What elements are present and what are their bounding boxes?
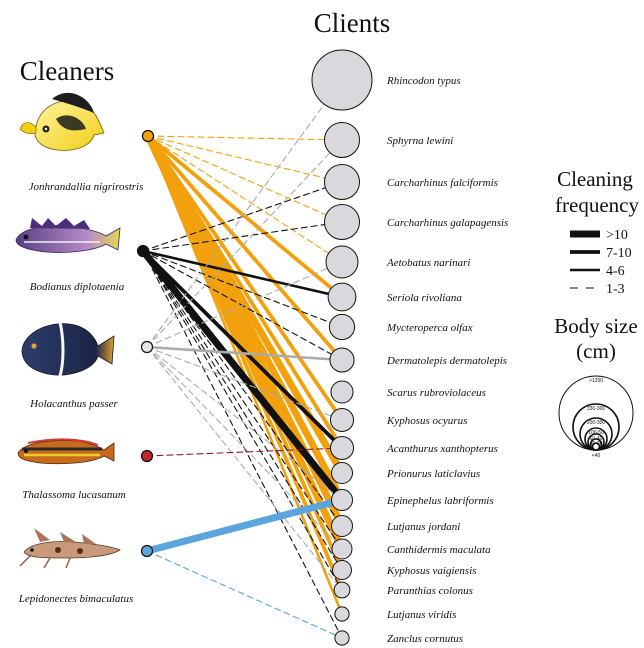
legend-size-circles: >1200330-300200-300100-5060-4040-20<40 [559,376,633,459]
client-node-18 [335,631,349,645]
client-node-3 [324,204,359,239]
cleaner-label-lepidonectes: Lepidonectes bimaculatus [18,593,134,605]
legend-frequency-title-line1: Cleaning [557,167,633,191]
link-cleaner1-client13 [143,251,342,526]
legend-size-title-line2: (cm) [576,339,616,363]
cleaner-label-bodianus: Bodianus diplotaenia [30,281,125,293]
client-node-8 [331,381,353,403]
legend: Cleaning frequency >10 7-10 4-6 1-3 Body si… [554,167,639,459]
hogfish-purple-icon [16,218,120,253]
client-node-11 [332,463,353,484]
interaction-links [143,80,342,638]
client-node-5 [328,283,356,311]
clients-title: Clients [314,8,391,38]
client-label-5: Seriola rivoliana [387,292,462,304]
client-label-6: Mycteroperca olfax [386,322,473,334]
client-node-16 [334,582,350,598]
legend-frequency-label-1: 7-10 [606,246,632,261]
client-label-17: Lutjanus viridis [386,609,456,621]
butterflyfish-yellow-icon [20,93,104,151]
cleaner-node-4 [142,546,153,557]
legend-frequency-items: >10 7-10 4-6 1-3 [570,228,632,297]
client-label-0: Rhincodon typus [386,75,461,87]
angelfish-dark-icon [22,322,114,376]
client-node-4 [326,246,358,278]
legend-size-label-2: 200-300 [587,420,606,426]
legend-size-label-1: 330-300 [587,406,606,412]
client-node-10 [330,436,353,459]
cleaner-label-thalassoma: Thalassoma lucasanum [22,489,126,501]
cleaner-node-0 [143,131,154,142]
client-node-12 [332,490,353,511]
client-label-11: Prionurus laticlavius [386,468,480,480]
cleaner-node-2 [142,342,153,353]
client-label-14: Canthidermis maculata [387,544,491,556]
client-node-2 [324,164,359,199]
client-label-16: Paranthias colonus [386,585,473,597]
cleaners-title: Cleaners [20,56,114,86]
client-label-9: Kyphosus ocyurus [386,415,467,427]
client-label-13: Lutjanus jordani [386,521,460,533]
client-node-14 [332,539,352,559]
client-node-9 [330,408,353,431]
legend-size-label-5: 40-20 [590,441,603,447]
wrasse-striped-icon [18,439,114,463]
legend-frequency-label-3: 1-3 [606,282,625,297]
client-label-3: Carcharhinus galapagensis [387,217,508,229]
cleaner-node-3 [142,451,153,462]
client-list: Rhincodon typusSphyrna lewiniCarcharhinu… [312,50,508,645]
client-node-17 [335,607,349,621]
link-cleaner4-client18 [147,551,342,638]
client-label-15: Kyphosus vaigiensis [386,565,477,577]
client-node-1 [324,122,359,157]
cleaner-node-1 [138,246,149,257]
legend-size-label-0: >1200 [589,378,603,384]
cleaner-label-jonhrandallia: Jonhrandallia nigrirostris [29,181,144,193]
client-node-6 [329,314,354,339]
link-cleaner0-client1 [148,136,342,140]
legend-frequency-title-line2: frequency [555,193,639,217]
legend-frequency-label-2: 4-6 [606,264,625,279]
client-label-8: Scarus rubroviolaceus [387,387,486,399]
legend-frequency-label-0: >10 [606,228,628,243]
legend-size-title-line1: Body size [554,314,637,338]
client-label-7: Dermatolepis dermatolepis [386,355,507,367]
client-node-15 [333,561,352,580]
link-cleaner0-client5 [148,136,342,297]
blenny-mottled-icon [20,528,120,568]
client-node-7 [330,348,354,372]
client-label-1: Sphyrna lewini [387,135,453,147]
cleaner-label-holacanthus: Holacanthus passer [29,398,118,410]
legend-size-label-6: <40 [592,453,601,459]
client-label-4: Aetobatus narinari [386,257,470,269]
client-label-10: Acanthurus xanthopterus [386,443,498,455]
client-label-12: Epinephelus labriformis [386,495,494,507]
client-label-2: Carcharhinus falciformis [387,177,498,189]
cleaner-nodes [138,131,154,557]
client-node-13 [332,516,353,537]
client-node-0 [312,50,372,110]
client-label-18: Zanclus cornutus [387,633,463,645]
